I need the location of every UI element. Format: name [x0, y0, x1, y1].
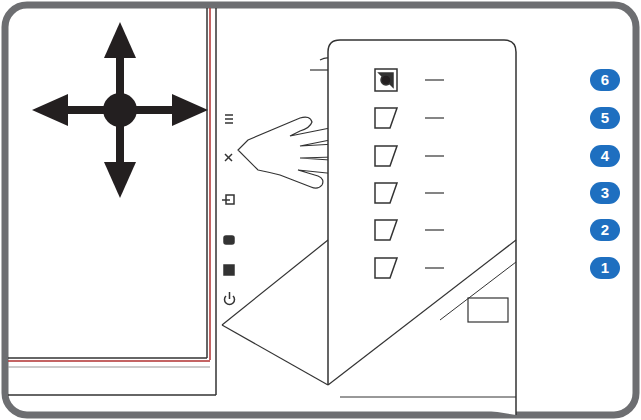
callout-number: 5: [590, 107, 620, 129]
callout-number: 4: [590, 145, 620, 167]
callout-number: 6: [590, 69, 620, 91]
callout-number: 3: [590, 182, 620, 204]
callout-number: 2: [590, 219, 620, 241]
callout-number: 1: [590, 257, 620, 279]
